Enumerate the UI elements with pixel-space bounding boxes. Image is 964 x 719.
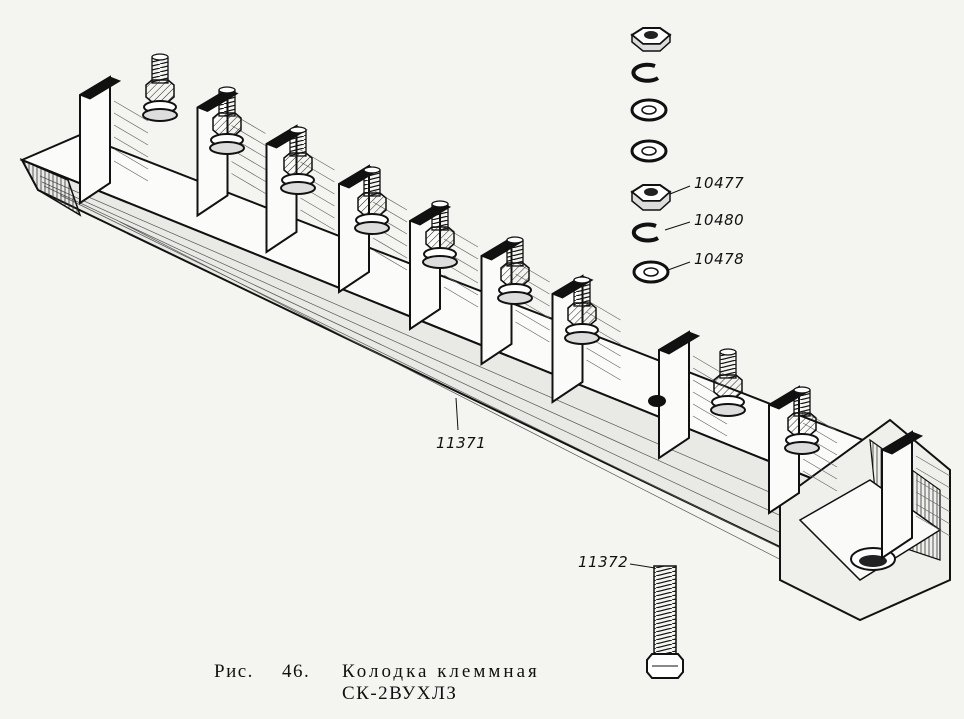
- center-hole: [648, 395, 666, 407]
- hardware-stack: [630, 27, 691, 284]
- caption-model: СК-2ВУХЛЗ: [342, 683, 458, 704]
- fins: [78, 75, 951, 560]
- spring-washer-top: [631, 62, 660, 83]
- washer-2: [630, 139, 668, 163]
- fin: [78, 75, 149, 205]
- washer-1: [630, 98, 668, 122]
- callout-bolt: 11372: [578, 553, 629, 571]
- callout-terminal-block: 11371: [436, 434, 487, 452]
- terminal-stud: [422, 200, 458, 269]
- bolt-11372: [629, 563, 684, 679]
- nut-top: [630, 27, 672, 52]
- terminal-stud: [710, 348, 746, 417]
- terminal-stud: [142, 53, 178, 122]
- leader-11371: [455, 397, 459, 431]
- washer-10478: [632, 260, 670, 284]
- terminal-stud: [497, 236, 533, 305]
- callout-spring-washer: 10480: [694, 211, 745, 229]
- caption-prefix: Рис.: [214, 661, 254, 682]
- terminal-studs: [142, 53, 820, 455]
- terminal-stud: [209, 86, 245, 155]
- spring-washer-10480: [631, 222, 660, 243]
- terminal-stud: [354, 166, 390, 235]
- callout-nut: 10477: [694, 174, 745, 192]
- terminal-stud: [564, 276, 600, 345]
- callout-flat-washer: 10478: [694, 250, 745, 268]
- nut-10477: [630, 184, 672, 211]
- terminal-stud: [784, 386, 820, 455]
- figure-number: 46.: [282, 661, 311, 682]
- caption-title: Колодка клеммная: [342, 661, 540, 682]
- terminal-stud: [280, 126, 316, 195]
- fin: [880, 430, 951, 560]
